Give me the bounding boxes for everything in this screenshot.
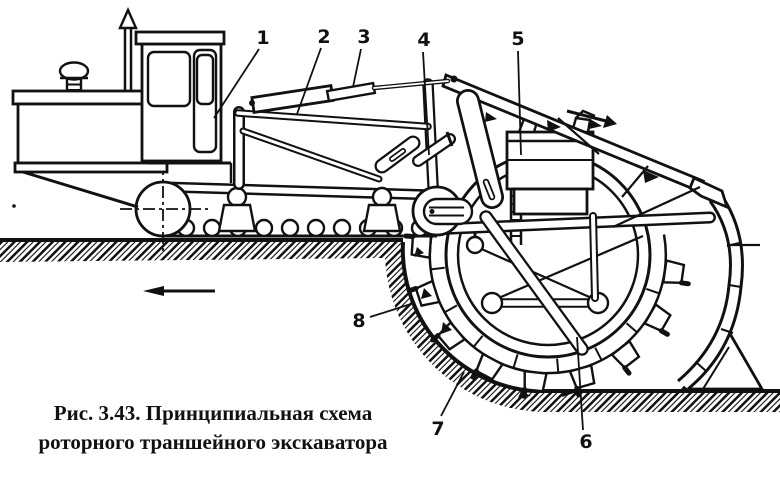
hood-top-slab	[11, 89, 152, 106]
part-label-8: 8	[352, 310, 365, 332]
boom-anchor-pin	[450, 75, 458, 83]
rotor-bucket	[661, 259, 686, 285]
part-label-4: 4	[417, 29, 430, 51]
base-tractor	[11, 7, 233, 209]
engine-hood	[16, 102, 150, 165]
bucket-tooth	[658, 328, 670, 337]
reference-dot	[12, 204, 16, 208]
cylinder-end-plate	[445, 131, 454, 147]
cylinder-pivot-pin	[249, 100, 255, 106]
part-label-5: 5	[511, 28, 524, 50]
mounting-frame	[233, 75, 504, 209]
pivot-pin	[465, 235, 485, 255]
rim-spokes	[430, 215, 660, 373]
truss-dark-panel	[547, 120, 561, 132]
chassis-underside	[22, 170, 139, 209]
bucket-tooth	[574, 385, 582, 398]
lift-cylinder	[249, 78, 451, 114]
rotor-tilt-arm	[456, 89, 504, 209]
cylinder-tube	[325, 81, 377, 103]
bucket-tooth	[678, 280, 691, 287]
rotor-bucket	[474, 352, 505, 381]
bucket-tooth	[622, 365, 632, 376]
part-label-3: 3	[357, 26, 370, 48]
bucket-tooth	[470, 368, 479, 380]
soil-hatch	[0, 242, 780, 412]
figure-caption: Рис. 3.43. Принципиальная схема роторног…	[38, 401, 388, 454]
truss-dark-panel	[643, 170, 659, 183]
cab-windshield	[146, 50, 192, 108]
superstructure	[434, 73, 730, 356]
cut-soil-chunks	[414, 247, 574, 398]
track-rollers	[176, 218, 430, 238]
trench-face-line	[400, 241, 534, 393]
spoil-mark	[485, 112, 497, 122]
rotor-feed-arrow	[566, 109, 617, 128]
pivot-pin	[480, 291, 504, 315]
part-label-7: 7	[431, 418, 444, 440]
support-bogie	[362, 186, 402, 233]
rotor-bucket	[642, 302, 672, 333]
rotor-bucket	[610, 339, 641, 370]
cross-brace	[493, 234, 644, 302]
track-tension-frame	[422, 197, 474, 226]
chassis-slab	[13, 161, 169, 174]
sprocket-hub-dot	[429, 209, 435, 214]
rotor-wheel	[403, 151, 765, 399]
conveyor-lower-box	[512, 187, 589, 216]
annotations: 1 2 3 4 5 6 7 8 Рис. 3.43. Принципиальна…	[38, 26, 617, 454]
door-window	[195, 53, 215, 106]
part-label-6: 6	[579, 431, 592, 453]
tilt-linkage	[374, 131, 456, 174]
guard-outer-edge	[687, 195, 744, 391]
conveyor-hook	[575, 109, 596, 119]
boom-corner-plate	[688, 176, 730, 210]
leader-lines	[213, 47, 584, 431]
exhaust-pipe	[118, 7, 138, 92]
ground-and-trench	[0, 204, 780, 412]
cylinder-barrel	[250, 84, 335, 114]
crawler-undercarriage	[120, 78, 474, 253]
part-label-1: 1	[256, 27, 269, 49]
travel-direction-arrow	[143, 286, 215, 296]
spoil-mark	[589, 119, 602, 129]
rotor-bucket	[568, 363, 596, 390]
support-bogie	[217, 186, 257, 233]
rotor-bucket	[410, 234, 433, 260]
rotor-bucket	[523, 369, 548, 393]
cross-brace	[476, 245, 597, 302]
caption-line-2: роторного траншейного экскаватора	[38, 430, 388, 454]
skid-brace	[702, 346, 730, 390]
part-label-2: 2	[317, 26, 330, 48]
bucket-tooth	[430, 333, 441, 343]
cab-roof	[134, 30, 226, 46]
bucket-tooth	[406, 286, 419, 294]
caption-line-1: Рис. 3.43. Принципиальная схема	[54, 401, 373, 425]
cab	[134, 30, 226, 163]
